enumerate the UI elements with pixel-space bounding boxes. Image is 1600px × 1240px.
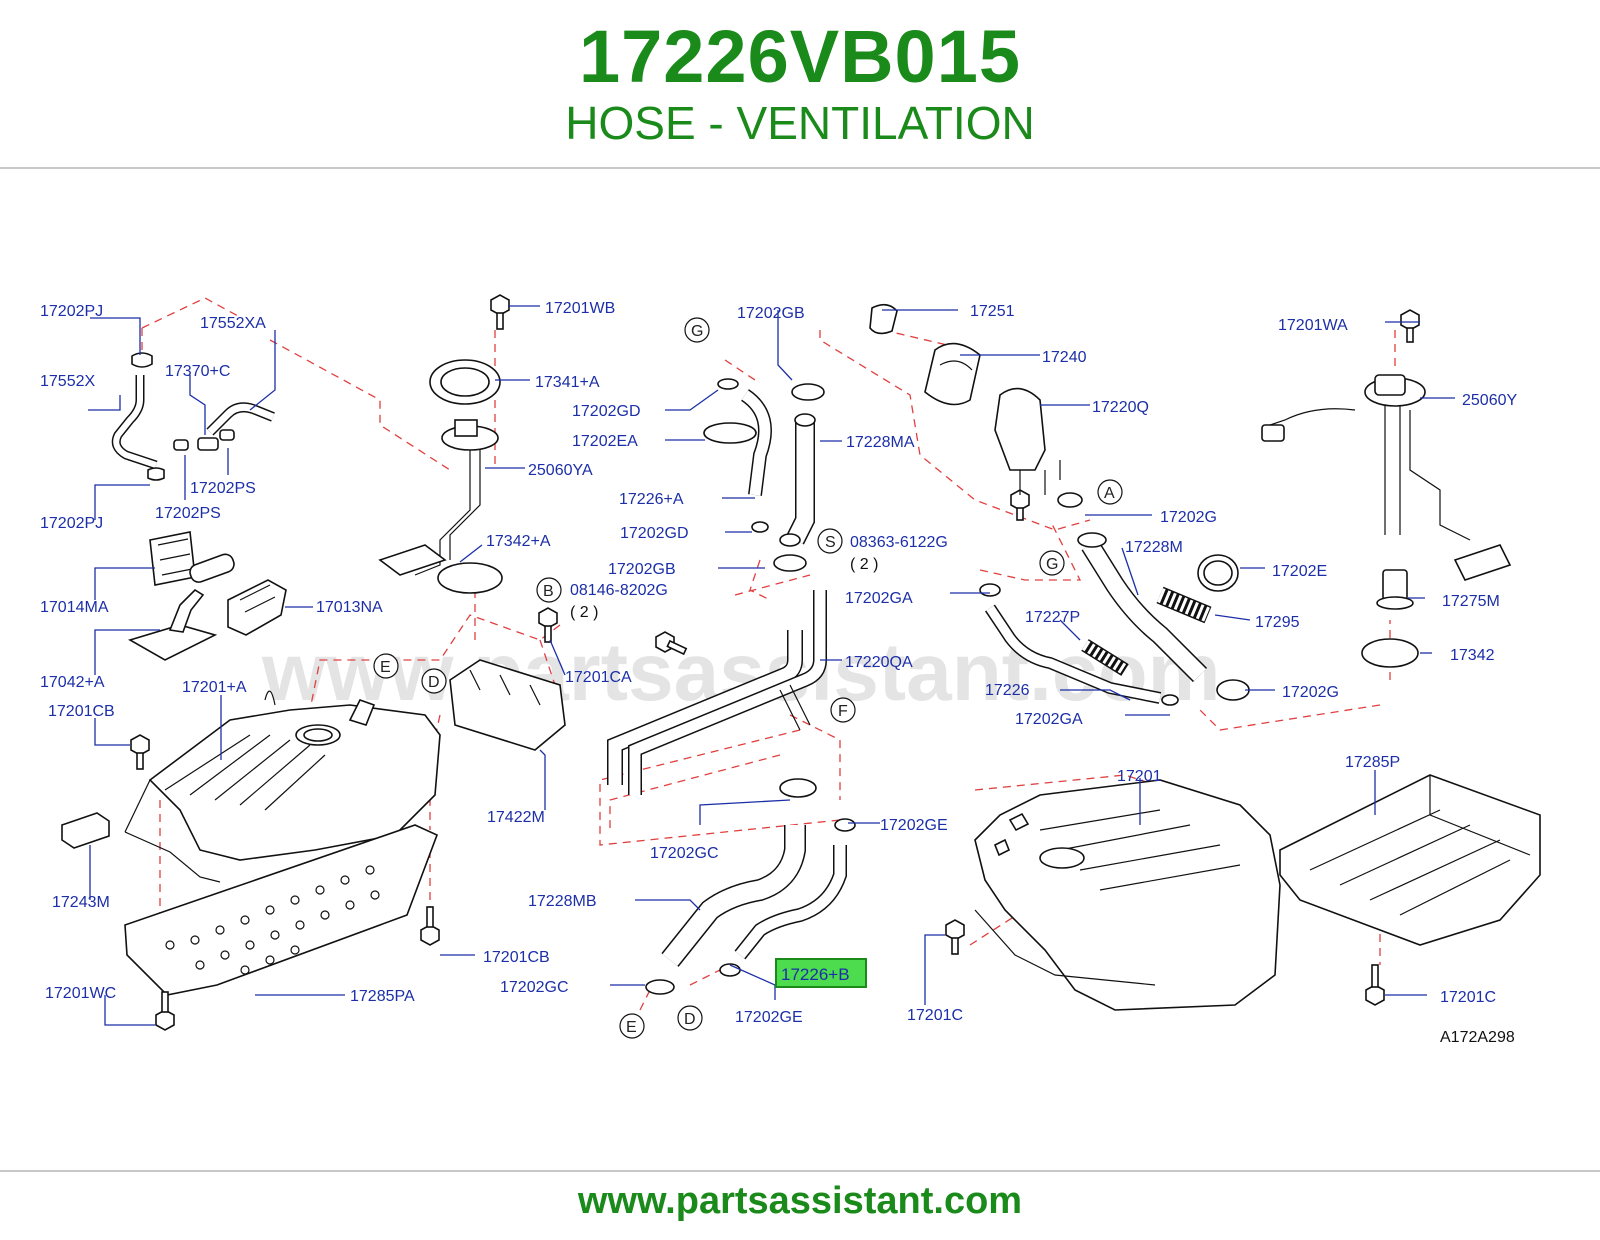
callout-D-top: D: [428, 674, 440, 691]
label-17201CB-b[interactable]: 17201CB: [483, 949, 550, 966]
label-17042A[interactable]: 17042+A: [40, 674, 105, 691]
label-25060Y[interactable]: 25060Y: [1462, 392, 1517, 409]
label-17228M[interactable]: 17228M: [1125, 539, 1183, 556]
label-17285PA[interactable]: 17285PA: [350, 988, 415, 1005]
label-17201A[interactable]: 17201+A: [182, 679, 247, 696]
callout-markers: G A G S B E D F E D: [373, 317, 1123, 1039]
label-17341A[interactable]: 17341+A: [535, 374, 600, 391]
callout-E-top: E: [380, 659, 391, 676]
label-25060YA[interactable]: 25060YA: [528, 462, 593, 479]
label-17013NA[interactable]: 17013NA: [316, 599, 383, 616]
label-17285P[interactable]: 17285P: [1345, 754, 1400, 771]
label-17201C-a[interactable]: 17201C: [907, 1007, 963, 1024]
label-17295[interactable]: 17295: [1255, 614, 1300, 631]
callout-F: F: [838, 703, 848, 720]
label-17226[interactable]: 17226: [985, 682, 1030, 699]
label-17201WC[interactable]: 17201WC: [45, 985, 116, 1002]
label-17202GC-a[interactable]: 17202GC: [650, 845, 719, 862]
part-drawings: [61, 294, 1541, 1031]
callout-E-bottom: E: [626, 1019, 637, 1036]
part-number-title: 17226VB015: [578, 15, 1022, 98]
callout-G-top: G: [691, 323, 703, 340]
label-17275M[interactable]: 17275M: [1442, 593, 1500, 610]
callout-S: S: [825, 534, 836, 551]
label-08363-qty: ( 2 ): [850, 556, 878, 573]
label-17201WB[interactable]: 17201WB: [545, 300, 615, 317]
part-number-labels: 17202PJ 17552XA 17552X 17370+C 17202PS 1…: [40, 300, 1517, 1046]
label-17202GC-b[interactable]: 17202GC: [500, 979, 569, 996]
callout-A: A: [1104, 485, 1115, 502]
footer-website-link[interactable]: www.partsassistant.com: [577, 1180, 1023, 1222]
label-17014MA[interactable]: 17014MA: [40, 599, 109, 616]
label-17201C-b[interactable]: 17201C: [1440, 989, 1496, 1006]
label-17202EA[interactable]: 17202EA: [572, 433, 638, 450]
label-17202GE-a[interactable]: 17202GE: [880, 817, 948, 834]
label-17226A[interactable]: 17226+A: [619, 491, 684, 508]
part-name-subtitle: HOSE - VENTILATION: [565, 97, 1035, 149]
label-17201WA[interactable]: 17201WA: [1278, 317, 1348, 334]
label-08363-6122G[interactable]: 08363-6122G: [850, 534, 948, 551]
callout-B: B: [543, 583, 554, 600]
footer-divider: [0, 1170, 1600, 1172]
label-17243M[interactable]: 17243M: [52, 894, 110, 911]
leader-lines: [88, 305, 1455, 1026]
page-header: 17226VB015 HOSE - VENTILATION: [0, 0, 1600, 170]
label-17202GB-a[interactable]: 17202GB: [737, 305, 805, 322]
label-17202GD-a[interactable]: 17202GD: [572, 403, 641, 420]
label-08146-qty: ( 2 ): [570, 604, 598, 621]
label-17552X[interactable]: 17552X: [40, 373, 95, 390]
label-17228MA[interactable]: 17228MA: [846, 434, 915, 451]
label-17370C[interactable]: 17370+C: [165, 363, 230, 380]
label-17228MB[interactable]: 17228MB: [528, 893, 597, 910]
label-17226B-highlighted[interactable]: 17226+B: [781, 965, 850, 984]
highlighted-part-box[interactable]: [775, 958, 867, 988]
callout-G-bottom: G: [1046, 556, 1058, 573]
label-17202G-b[interactable]: 17202G: [1282, 684, 1339, 701]
bolt-icons: [130, 294, 1420, 1031]
label-17202PS-a[interactable]: 17202PS: [190, 480, 256, 497]
label-17202G-a[interactable]: 17202G: [1160, 509, 1217, 526]
label-17202PJ-bottom[interactable]: 17202PJ: [40, 515, 103, 532]
label-17202GD-b[interactable]: 17202GD: [620, 525, 689, 542]
label-17202PJ-top[interactable]: 17202PJ: [40, 303, 103, 320]
label-17552XA[interactable]: 17552XA: [200, 315, 266, 332]
skid-plate-holes: [165, 865, 380, 975]
label-17422M[interactable]: 17422M: [487, 809, 545, 826]
label-08146-8202G[interactable]: 08146-8202G: [570, 582, 668, 599]
diagram-code: A172A298: [1440, 1029, 1515, 1046]
label-17220Q[interactable]: 17220Q: [1092, 399, 1149, 416]
label-17202GA-b[interactable]: 17202GA: [1015, 711, 1083, 728]
label-17251[interactable]: 17251: [970, 303, 1015, 320]
label-17220QA[interactable]: 17220QA: [845, 654, 913, 671]
label-17202GB-b[interactable]: 17202GB: [608, 561, 676, 578]
label-17342A[interactable]: 17342+A: [486, 533, 551, 550]
label-17201[interactable]: 17201: [1117, 768, 1162, 785]
label-17342[interactable]: 17342: [1450, 647, 1495, 664]
label-17240[interactable]: 17240: [1042, 349, 1087, 366]
label-17227P[interactable]: 17227P: [1025, 609, 1080, 626]
label-17201CA[interactable]: 17201CA: [565, 669, 632, 686]
header-divider: [0, 167, 1600, 169]
label-17202GA-a[interactable]: 17202GA: [845, 590, 913, 607]
label-17202PS-b[interactable]: 17202PS: [155, 505, 221, 522]
callout-D-bottom: D: [684, 1011, 696, 1028]
label-17202GE-b[interactable]: 17202GE: [735, 1009, 803, 1026]
label-17202E[interactable]: 17202E: [1272, 563, 1327, 580]
label-17201CB-a[interactable]: 17201CB: [48, 703, 115, 720]
